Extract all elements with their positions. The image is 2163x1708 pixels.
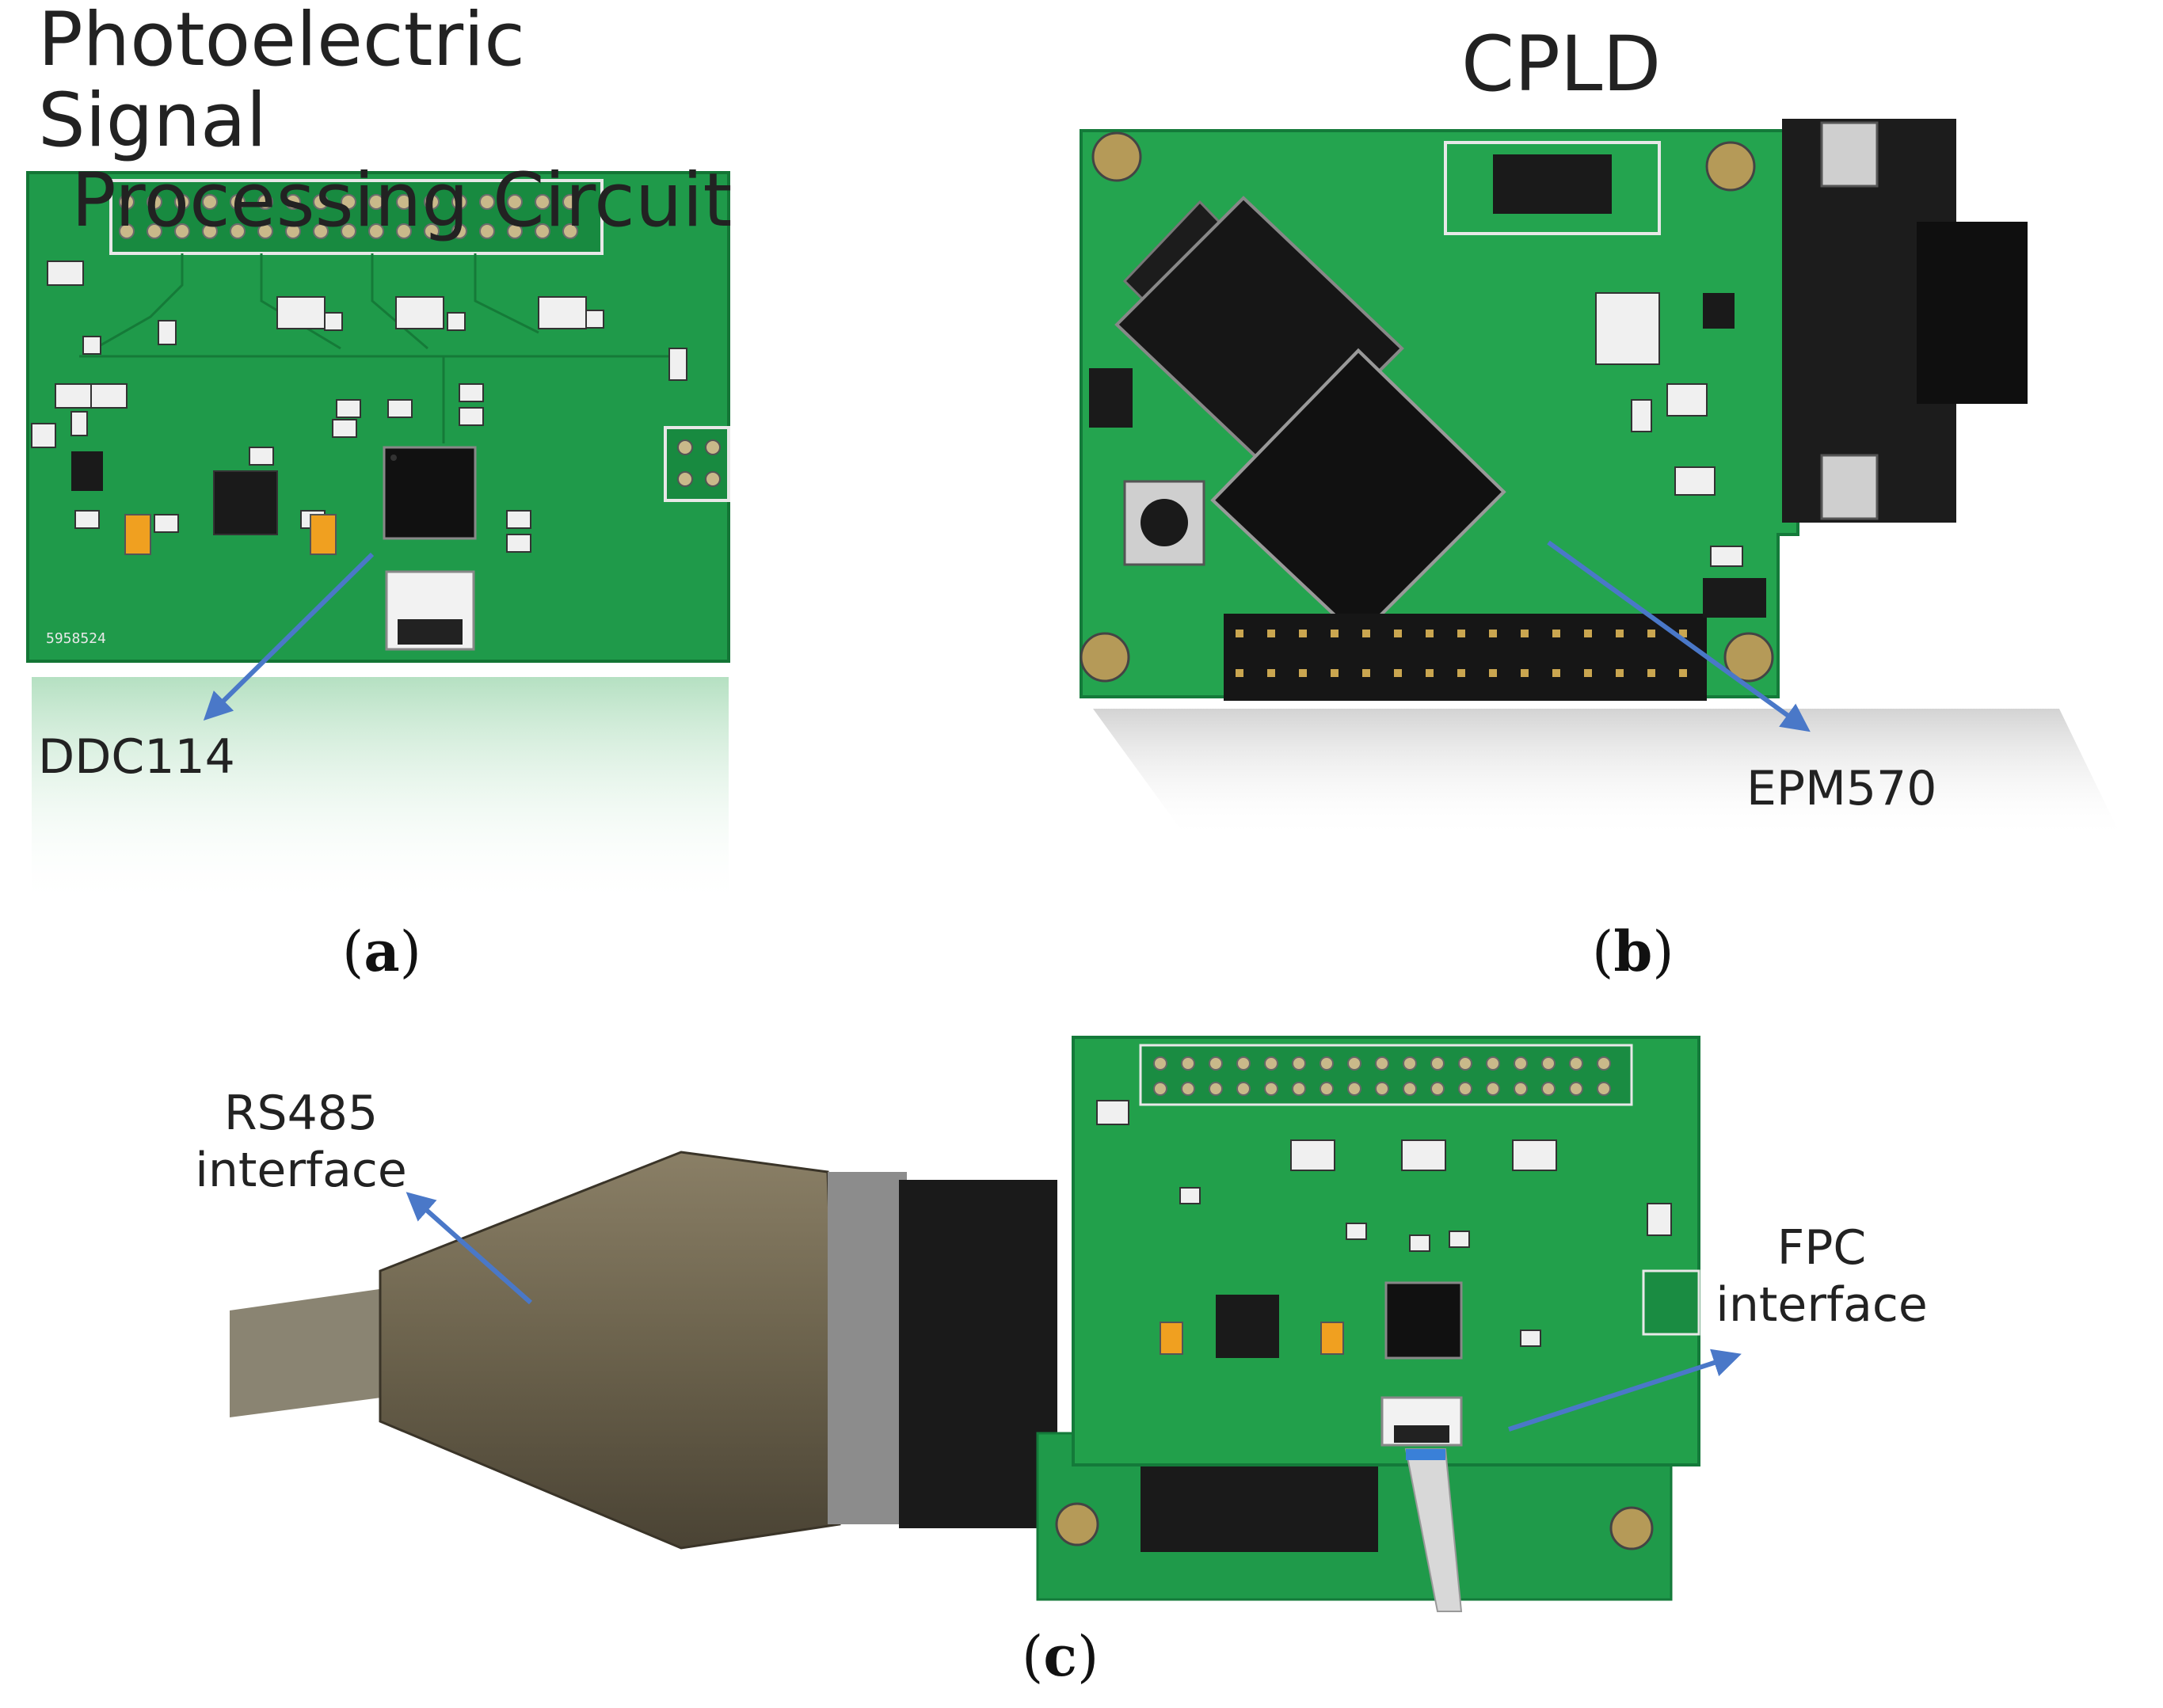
ddc114-label: DDC114 [38, 729, 235, 785]
caption-c: (c) [1022, 1623, 1099, 1689]
callout-arrows [203, 540, 1811, 1432]
panel-a-title-line1: Photoelectric Signal [38, 0, 525, 164]
caption-a-letter: a [364, 919, 400, 984]
photoelectric-board: 5958524 [26, 171, 730, 907]
rs485-label-line2: interface [195, 1143, 407, 1198]
caption-a: (a) [342, 919, 421, 984]
board-shadow [1093, 709, 2123, 839]
cpld-board [1080, 119, 2123, 839]
rs485-label: RS485 interface [190, 1085, 412, 1199]
fpc-label: FPC interface [1715, 1219, 1929, 1333]
arrow-rs485 [406, 1192, 532, 1305]
panel-b-title: CPLD [1461, 20, 1662, 108]
panel-a-title: Photoelectric Signal Processing Circuit [38, 0, 751, 242]
arrow-epm570 [1547, 540, 1811, 732]
board-reflection [32, 677, 729, 907]
arrow-ddc114 [203, 552, 375, 721]
fpc-label-line2: interface [1716, 1277, 1928, 1333]
fpc-label-line1: FPC [1776, 1220, 1867, 1276]
caption-b: (b) [1592, 919, 1674, 984]
arrow-fpc [1508, 1349, 1742, 1432]
caption-b-letter: b [1613, 919, 1653, 984]
rs485-label-line1: RS485 [223, 1086, 379, 1141]
caption-c-letter: c [1043, 1623, 1077, 1689]
assembled-device [230, 1036, 1700, 1612]
svg-text:5958524: 5958524 [46, 630, 106, 647]
epm570-label: EPM570 [1746, 761, 1937, 816]
panel-a-title-line2: Processing Circuit [71, 158, 733, 245]
